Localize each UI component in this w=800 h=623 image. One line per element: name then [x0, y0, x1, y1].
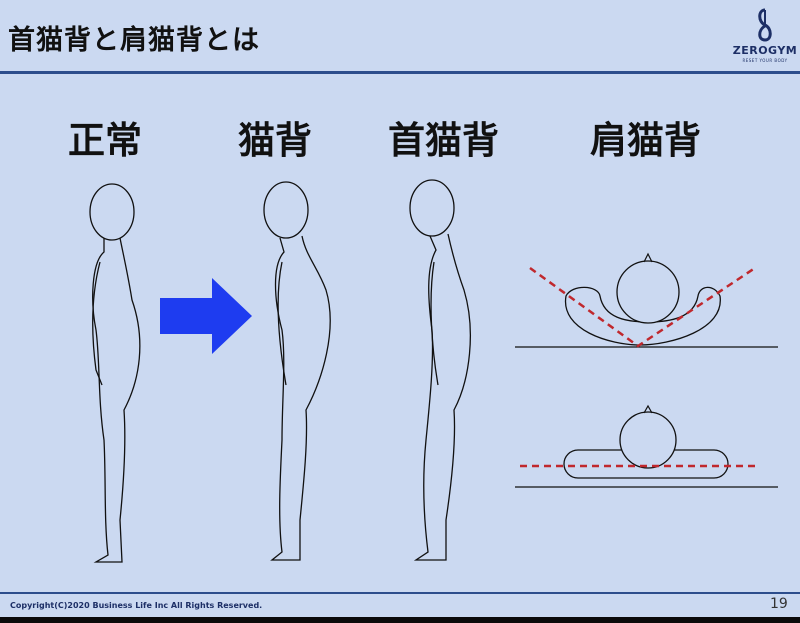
shoulder-diagram-normal [515, 404, 778, 488]
logo: ZEROGYM RESET YOUR BODY [732, 8, 798, 66]
figure-normal [89, 183, 141, 563]
figure-rounded-back [263, 181, 331, 561]
logo-name: ZEROGYM [732, 44, 798, 57]
logo-mark-icon [758, 8, 772, 42]
figure-neck-rounded [409, 179, 471, 561]
label-neck-rounded: 首猫背 [388, 119, 499, 162]
logo-tagline: RESET YOUR BODY [742, 58, 788, 63]
arrow-right-icon [160, 278, 252, 354]
label-rounded-back: 猫背 [238, 119, 312, 162]
label-normal: 正常 [68, 119, 142, 162]
copyright: Copyright(C)2020 Business Life Inc All R… [10, 601, 263, 610]
title-divider [0, 71, 800, 74]
footer-divider [0, 592, 800, 594]
page-number: 19 [770, 596, 788, 612]
shoulder-diagram-rounded [515, 252, 778, 348]
slide-title: 首猫背と肩猫背とは [8, 25, 260, 56]
label-shoulder-rounded: 肩猫背 [590, 119, 701, 162]
